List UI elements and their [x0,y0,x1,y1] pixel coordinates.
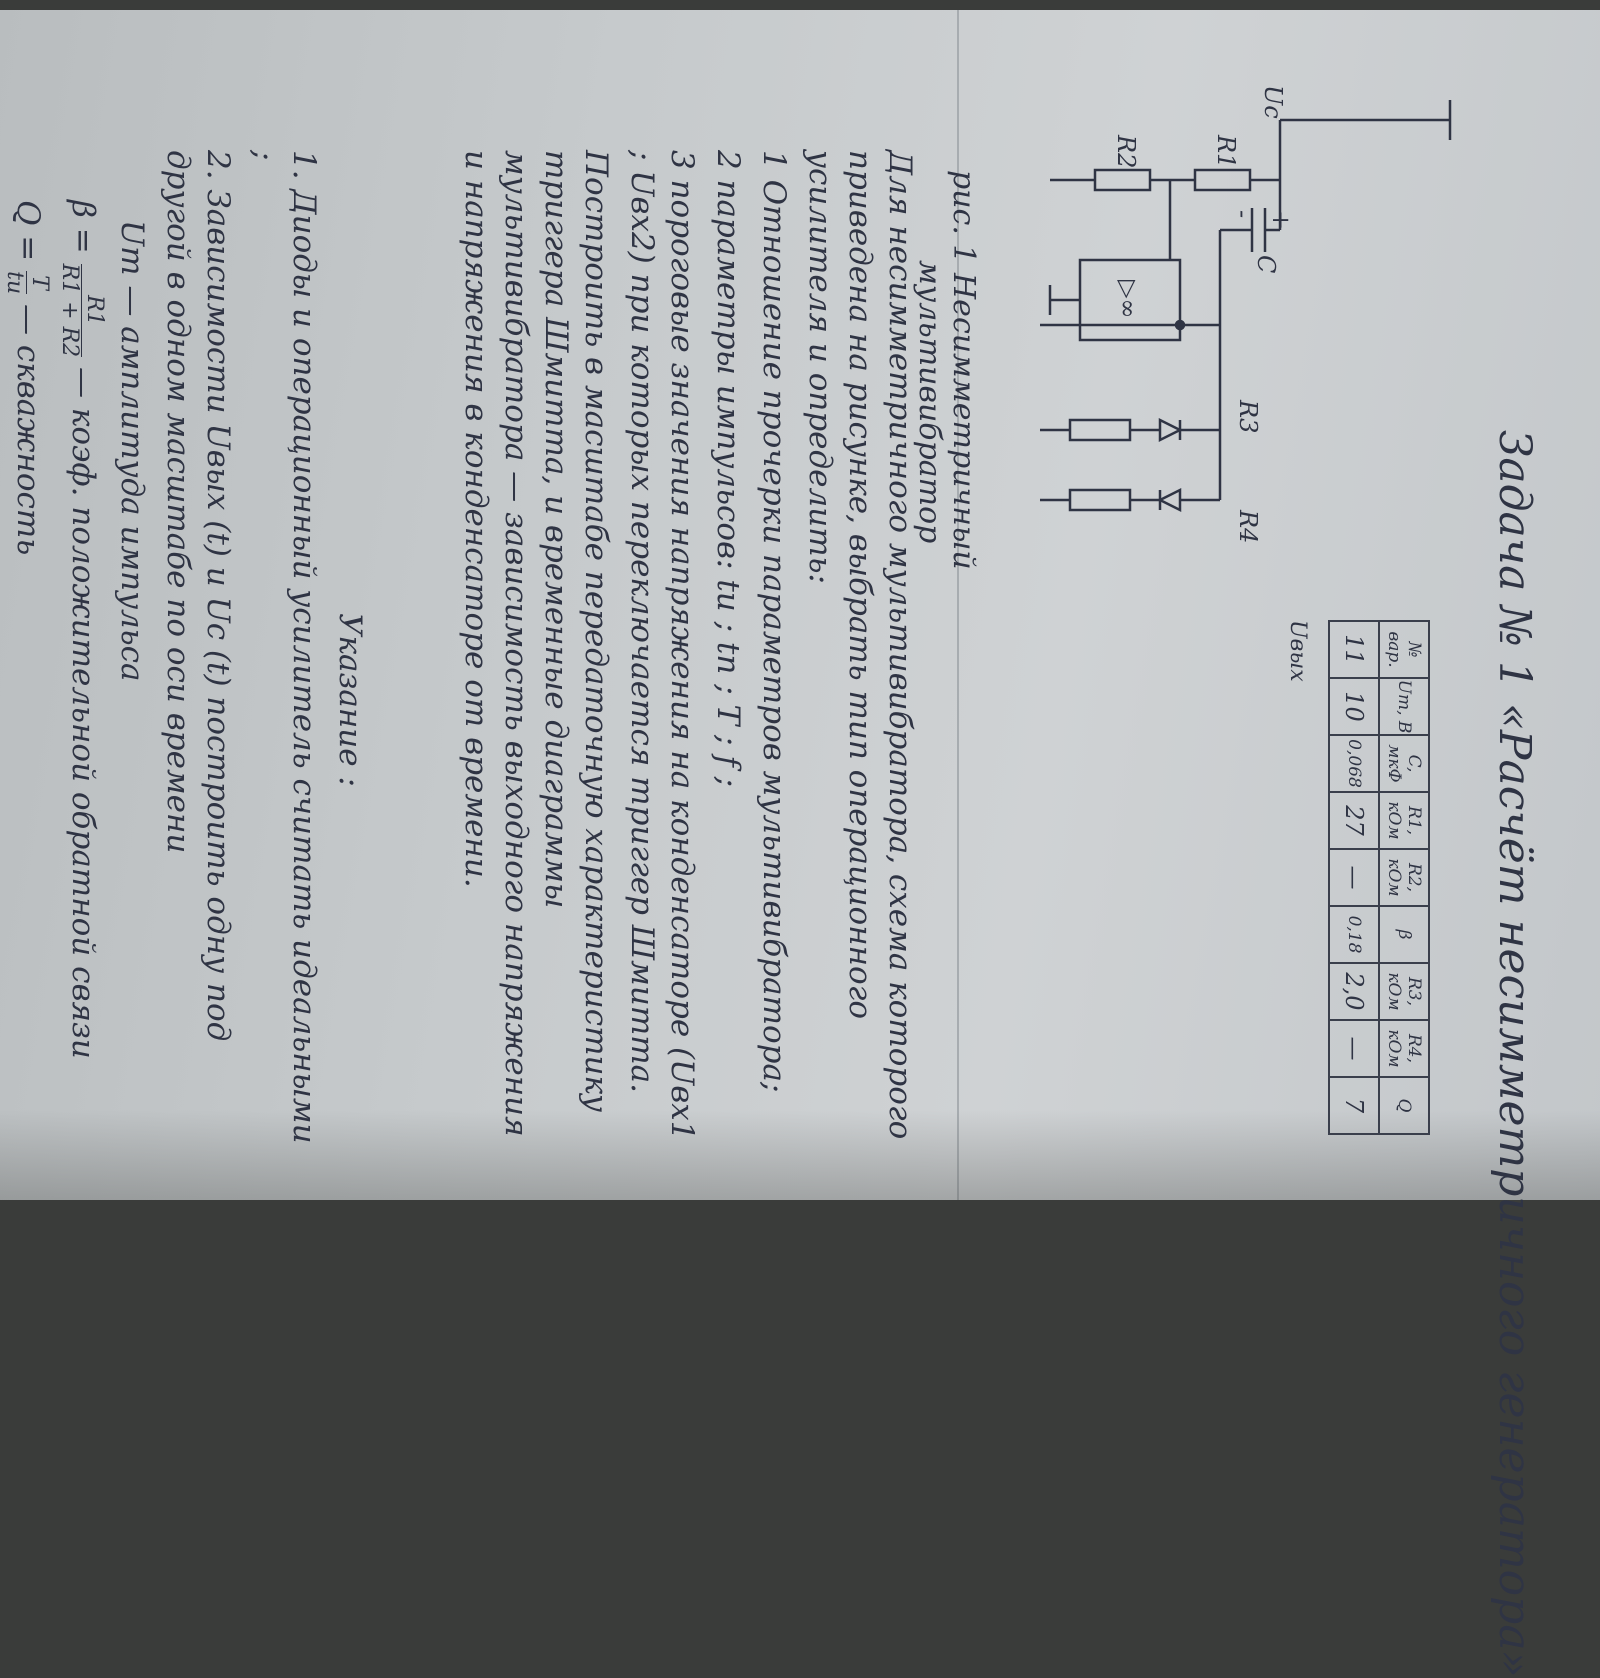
table-cell: 27 [1329,792,1379,849]
task-item-2: 2 параметры импульсов: tи ; tп ; T ; f ; [710,150,746,788]
table-header-cell: № вар. [1379,621,1429,678]
table-cell: 7 [1329,1077,1379,1134]
label-minus: - [1229,210,1257,218]
q-denominator: tи [2,271,27,295]
note-2: 2. Зависимости Uвых (t) и Uc (t) построи… [160,150,236,1042]
table-cell: — [1329,849,1379,906]
label-opamp: ▷∞ [1114,280,1142,318]
parameters-table: № вар. Um, В C, мкФ R1, кОм R2, кОм β R3… [1328,620,1430,1135]
table-cell: — [1329,1020,1379,1077]
table-cell: 10 [1329,678,1379,735]
table-header-cell: Q [1379,1077,1429,1134]
label-r2: R2 [1112,134,1140,168]
sheet-shadow [0,1110,1600,1200]
task-paragraph: Построить в масштабе передаточную характ… [458,150,614,1137]
table-header-cell: Um, В [1379,678,1429,735]
table-row: 11 10 0,068 27 — 0,18 2,0 — 7 [1329,621,1379,1134]
task-body: Для несимметричного мультивибратора, схе… [450,150,920,1150]
table-header-cell: C, мкФ [1379,735,1429,792]
resistor-r3 [1068,418,1132,442]
beta-denominator: R1 + R2 [57,263,82,358]
paper-sheet [0,10,1600,1200]
label-r4: R4 [1234,509,1262,543]
table-cell: 11 [1329,621,1379,678]
table-cell: 0,068 [1329,735,1379,792]
label-uc: Uc [1259,85,1287,119]
table-header-cell: β [1379,906,1429,963]
table-header-row: № вар. Um, В C, мкФ R1, кОм R2, кОм β R3… [1379,621,1429,1134]
resistor-r2 [1093,168,1152,192]
label-c: C [1252,255,1280,273]
task-item-3: 3 пороговые значения напряжения на конде… [624,150,700,1141]
beta-lhs: β = [65,200,101,254]
q-numerator: T [26,271,52,295]
resistor-r4 [1068,488,1132,512]
figure-caption: рис. 1 Несимметричный мультивибратор [912,170,981,570]
q-text: — скважность [10,303,46,556]
table-header-cell: R4, кОм [1379,1020,1429,1077]
table-header-cell: R1, кОм [1379,792,1429,849]
q-fraction: T tи [2,271,52,295]
label-plus: + [1267,210,1295,230]
resistor-r1 [1193,168,1252,192]
note-beta: β = R1 R1 + R2 — коэф. положительной обр… [57,150,107,1150]
label-uout: Uвых [1285,620,1310,682]
task-intro: Для несимметричного мультивибратора, схе… [802,150,918,1140]
note-um: Um — амплитуда импульса [114,220,150,682]
table-header-cell: R2, кОм [1379,849,1429,906]
caption-line-1: рис. 1 Несимметричный [946,170,981,570]
beta-text: — коэф. положительной обратной связи [65,367,101,1059]
beta-numerator: R1 [81,263,107,358]
circuit-diagram: R4 R3 R1 R2 C Uc + - ▷∞ [1040,85,1452,543]
task-notes: Указание : 1. Диоды и операционный усили… [0,150,370,1150]
q-lhs: Q = [10,200,46,262]
rotated-page-content: Задача № 1 «Расчёт несимметричного генер… [0,20,1560,1678]
junction-node [1174,319,1186,331]
beta-fraction: R1 R1 + R2 [57,263,107,358]
diode-d1 [1157,487,1182,513]
notes-heading: Указание : [332,613,368,787]
margin-line [957,10,959,1200]
diode-d2 [1158,417,1183,443]
table-cell: 0,18 [1329,906,1379,963]
note-q: Q = T tи — скважность [2,150,52,1150]
table-header-cell: R3, кОм [1379,963,1429,1020]
note-1: 1. Диоды и операционный усилитель считат… [246,150,322,1144]
page-title: Задача № 1 «Расчёт несимметричного генер… [1489,430,1540,1678]
label-r1: R1 [1212,134,1240,168]
task-item-1: 1 Отношение прочерки параметров мультиви… [756,150,792,1093]
table-cell: 2,0 [1329,963,1379,1020]
label-r3: R3 [1234,399,1262,433]
